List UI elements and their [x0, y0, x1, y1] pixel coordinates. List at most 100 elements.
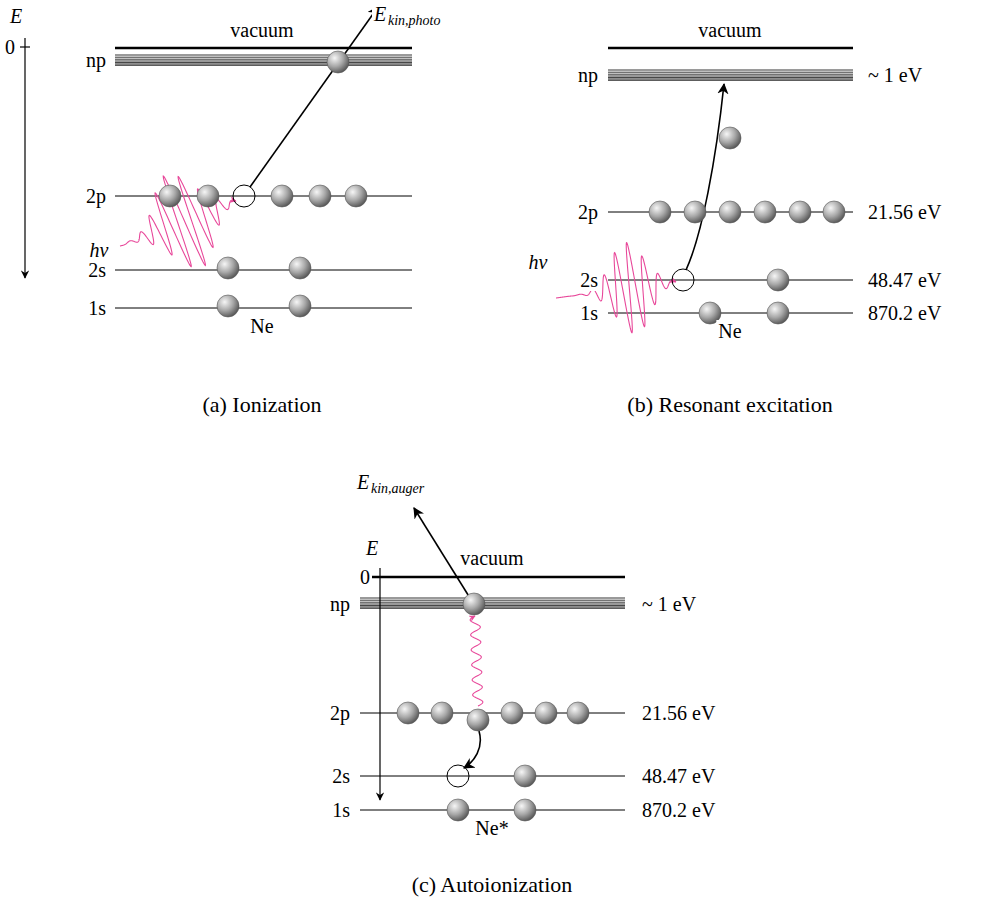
- electron: [289, 257, 311, 279]
- level-name: 1s: [578, 302, 600, 324]
- axis-label: E: [364, 537, 380, 559]
- energy-symbol: E: [355, 471, 371, 493]
- np-levels: [360, 598, 625, 608]
- electron: [217, 257, 239, 279]
- np-level-line: [360, 604, 625, 605]
- np-level-line: [115, 64, 412, 65]
- transition-arrows: [250, 7, 724, 768]
- level-name: 2p: [84, 185, 108, 207]
- np-levels: [115, 55, 412, 65]
- np-level-line: [115, 55, 412, 56]
- np-level-line: [608, 70, 853, 71]
- energy-value: 21.56 eV: [866, 201, 943, 223]
- photon-waves: [120, 176, 676, 706]
- photon-wave: [120, 176, 236, 267]
- np-level-line: [115, 65, 412, 66]
- electron: [501, 702, 523, 724]
- np-levels: [608, 70, 853, 80]
- energy-axis: [24, 38, 25, 278]
- level-name: 2s: [578, 269, 600, 291]
- level-2s: [608, 280, 853, 281]
- np-level-line: [360, 608, 625, 609]
- vacuum-level: [115, 47, 412, 50]
- level-name: np: [328, 593, 352, 615]
- photon-label: hν: [88, 239, 111, 261]
- level-name: np: [576, 64, 600, 86]
- hole: [447, 765, 469, 787]
- electron: [649, 201, 671, 223]
- level-1s: [360, 810, 625, 811]
- electron: [467, 709, 489, 731]
- vacuum-level: [608, 47, 853, 50]
- excitation-arrow: [686, 84, 724, 270]
- photon-wave: [556, 243, 676, 333]
- level-name: 1s: [330, 799, 352, 821]
- np-level-line: [360, 605, 625, 606]
- energy-symbol: E: [372, 3, 388, 25]
- np-level-line: [608, 74, 853, 75]
- np-level-line: [608, 76, 853, 77]
- energy-value: 48.47 eV: [866, 269, 943, 291]
- electron: [217, 295, 239, 317]
- electron: [431, 702, 453, 724]
- level-name: vacuum: [458, 547, 525, 569]
- electron: [789, 201, 811, 223]
- electron: [309, 185, 331, 207]
- panel-a: [20, 38, 412, 308]
- decay-arrow: [464, 731, 480, 768]
- np-level-line: [608, 79, 853, 80]
- panel-b: [608, 48, 853, 313]
- electron: [535, 702, 557, 724]
- level-name: np: [84, 49, 108, 71]
- level-name: vacuum: [228, 19, 295, 41]
- electron: [289, 295, 311, 317]
- energy-value: 21.56 eV: [640, 702, 717, 724]
- electron: [327, 51, 349, 73]
- photon-label: hν: [527, 251, 550, 273]
- energy-axis: [379, 568, 380, 800]
- hole: [672, 269, 694, 291]
- electron: [447, 799, 469, 821]
- virtual-photon: [470, 616, 483, 706]
- np-level-line: [115, 57, 412, 58]
- axis-tick: [20, 46, 30, 47]
- energy-subscript: kin,photo: [386, 13, 443, 29]
- level-name: 1s: [86, 297, 108, 319]
- np-level-line: [360, 598, 625, 599]
- level-name: vacuum: [696, 19, 763, 41]
- atom-label: Ne*: [473, 817, 510, 839]
- atom-label: Ne: [248, 315, 275, 337]
- np-level-line: [115, 62, 412, 63]
- vacuum-level: [360, 576, 625, 579]
- np-level-line: [608, 72, 853, 73]
- level-name: 2p: [328, 702, 352, 724]
- electron: [767, 302, 789, 324]
- electron: [823, 201, 845, 223]
- np-level-line: [360, 600, 625, 601]
- energy-subscript: kin,auger: [369, 481, 426, 497]
- subfigure-caption: (c) Autoionization: [410, 873, 575, 897]
- np-level-line: [360, 607, 625, 608]
- electron: [397, 702, 419, 724]
- electron: [514, 799, 536, 821]
- electron: [345, 185, 367, 207]
- electron: [463, 593, 485, 615]
- np-level-line: [608, 80, 853, 81]
- level-2s: [360, 776, 625, 777]
- electron: [767, 269, 789, 291]
- electron: [719, 127, 741, 149]
- np-level-line: [115, 61, 412, 62]
- level-name: 2s: [86, 259, 108, 281]
- energy-value: 870.2 eV: [866, 302, 943, 324]
- electron: [754, 201, 776, 223]
- electron: [514, 765, 536, 787]
- np-level-line: [115, 59, 412, 60]
- axis-value: 0: [358, 566, 372, 588]
- level-2s: [115, 270, 412, 271]
- electron: [719, 201, 741, 223]
- hole: [233, 185, 255, 207]
- axis-label: E: [8, 5, 24, 27]
- subfigure-caption: (a) Ionization: [200, 393, 323, 417]
